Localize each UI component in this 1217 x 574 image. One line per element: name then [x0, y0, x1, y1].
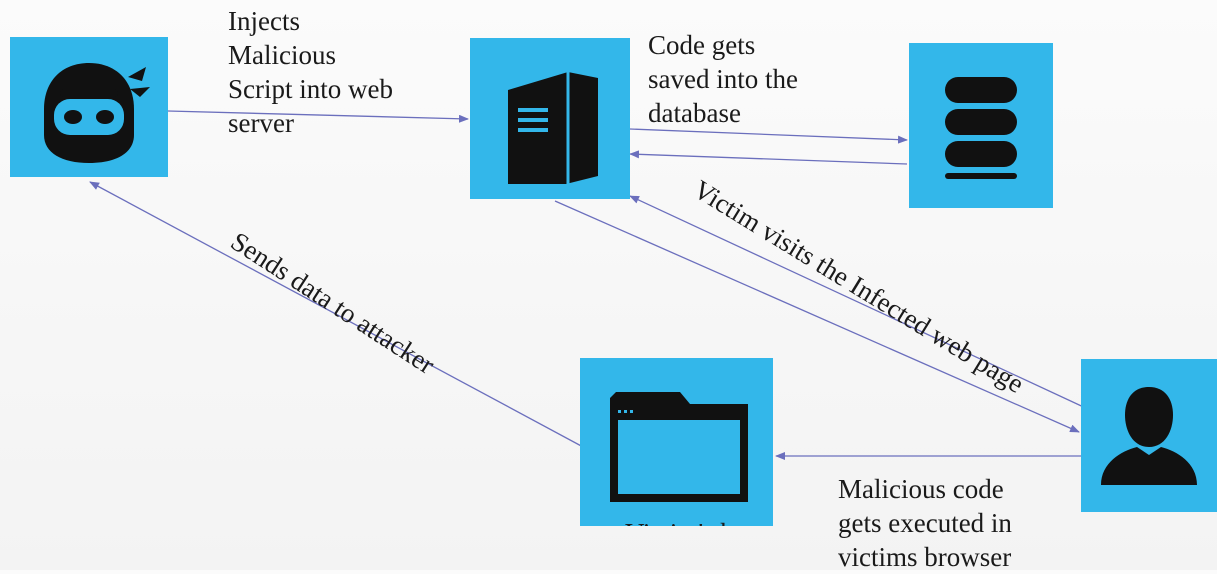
saved-line-2: saved into the [648, 64, 798, 94]
executed-line-2: gets executed in [838, 508, 1012, 538]
arrow-victim-to-server [629, 195, 1091, 411]
arrow-server-to-victim [554, 200, 1080, 433]
executed-line-1: Malicious code [838, 474, 1004, 504]
saved-line-3: database [648, 98, 741, 128]
arrow-browser-to-attacker [89, 181, 599, 456]
database-node [909, 43, 1053, 208]
attacker-node [10, 37, 168, 177]
web-server-node [470, 38, 630, 199]
arrow-server-to-database [629, 128, 908, 144]
code-saved-label: Code gets saved into the database [648, 28, 798, 130]
executed-line-3: victims browser [838, 542, 1012, 572]
ninja-hacker-icon [44, 63, 150, 163]
arrow-attacker-to-server [167, 110, 469, 123]
inject-line-2: Malicious [228, 40, 336, 70]
inject-line-1: Injects [228, 6, 300, 36]
inject-line-3: Script into web [228, 74, 393, 104]
browser-caption: Victim's browser [625, 518, 773, 526]
server-tower-icon [508, 72, 598, 184]
arrow-database-to-server [629, 150, 908, 165]
user-silhouette-icon [1101, 387, 1197, 485]
code-executed-label: Malicious code gets executed in victims … [838, 472, 1012, 574]
browser-window-icon [610, 392, 748, 502]
victim-browser-node: Victim's browser [580, 358, 773, 526]
inject-script-label: Injects Malicious Script into web server [228, 4, 393, 140]
inject-line-4: server [228, 108, 294, 138]
database-icon [945, 77, 1017, 179]
saved-line-1: Code gets [648, 30, 756, 60]
victim-node [1081, 359, 1217, 512]
